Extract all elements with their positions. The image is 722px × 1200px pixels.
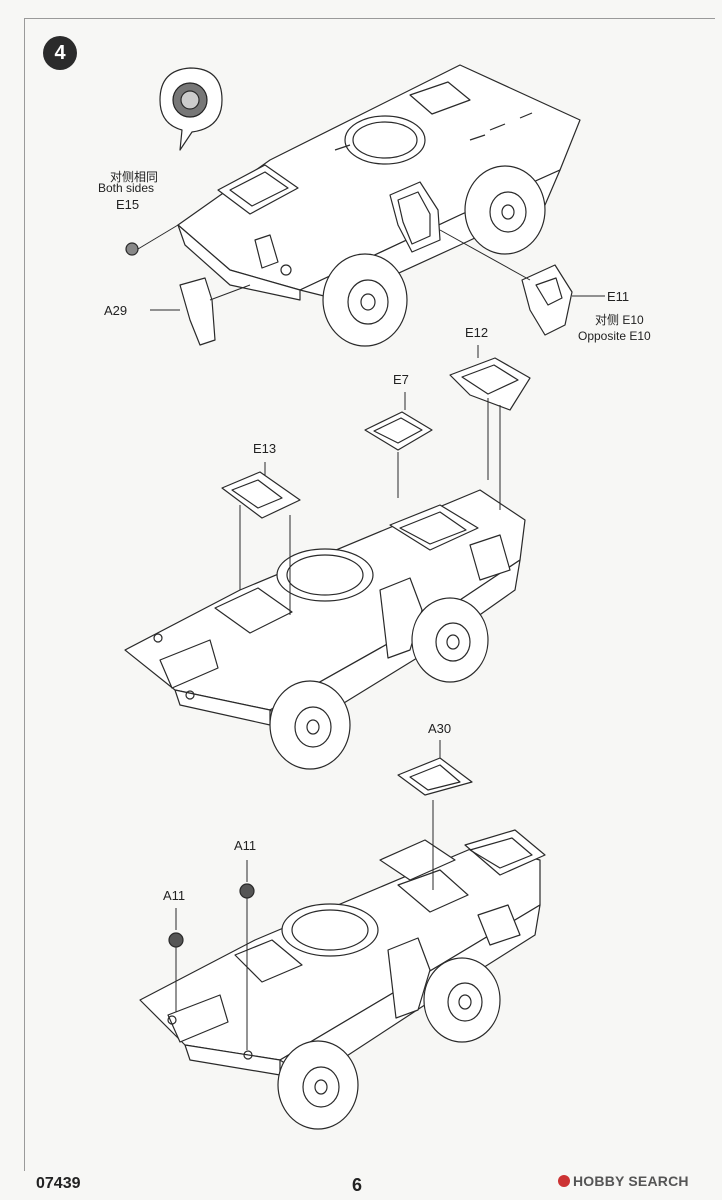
part-a29 [150, 277, 251, 346]
opposite-note-cn: 对侧 E10 [595, 313, 644, 327]
product-code: 07439 [36, 1175, 81, 1192]
both-sides-note-cn: 对侧相同 [110, 170, 159, 184]
vehicle-2-illustration [124, 489, 526, 770]
vehicle-1-illustration [177, 64, 581, 347]
label-a11-upper: A11 [234, 838, 257, 853]
label-a29: A29 [104, 303, 128, 318]
part-a30 [397, 740, 473, 890]
label-a11-lower: A11 [163, 888, 186, 903]
label-e13: E13 [253, 441, 277, 456]
watermark-logo-icon [558, 1175, 570, 1187]
part-a11-upper [239, 860, 255, 1050]
watermark-text: HOBBY SEARCH [573, 1173, 689, 1189]
both-sides-note-en: Both sides [98, 181, 155, 195]
part-e12 [449, 345, 531, 510]
label-e11: E11 [607, 289, 630, 304]
label-e7: E7 [393, 372, 409, 387]
page-frame [24, 18, 715, 1171]
part-a11-lower [168, 908, 184, 1012]
page-number: 6 [352, 1175, 363, 1195]
part-e7 [364, 392, 433, 498]
label-a30: A30 [428, 721, 452, 736]
label-e15: E15 [116, 197, 140, 212]
part-e13 [221, 462, 301, 615]
step-number-badge: 4 [43, 36, 77, 70]
label-e12: E12 [465, 325, 489, 340]
opposite-note-en: Opposite E10 [578, 329, 651, 343]
vehicle-3-illustration [139, 829, 546, 1130]
part-e15 [125, 224, 179, 256]
part-e11 [439, 229, 605, 336]
detail-callout [159, 67, 223, 151]
watermark: HOBBY SEARCH [558, 1173, 689, 1189]
